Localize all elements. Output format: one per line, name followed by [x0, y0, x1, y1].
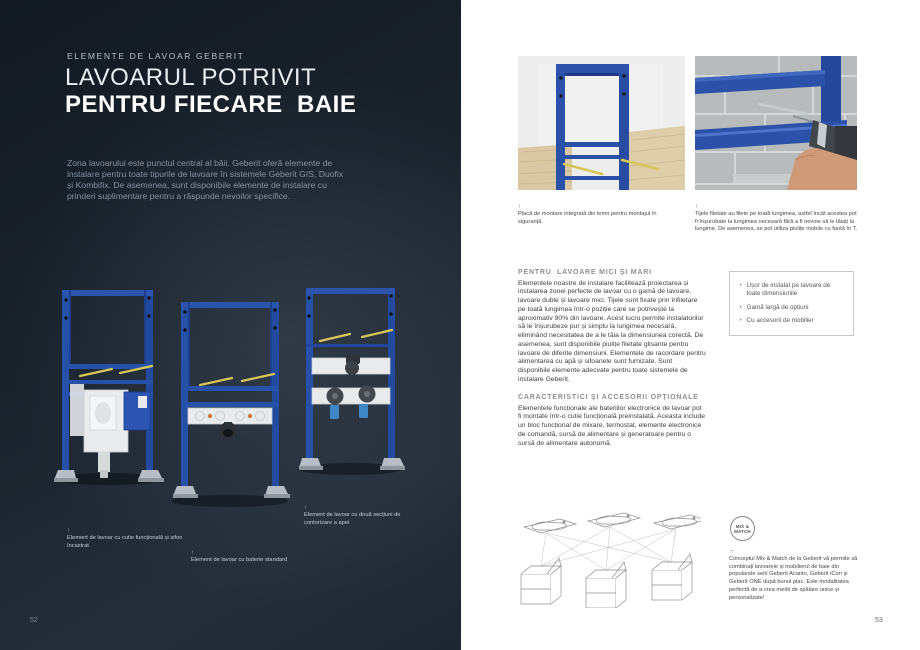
section-heading: CARACTERISTICI ȘI ACCESORII OPȚIONALE: [518, 394, 699, 401]
caption-frame-functional-box: ↑ Element de lavoar cu cutie funcțională…: [67, 527, 187, 550]
left-arrow-icon: ←: [729, 547, 736, 554]
mix-match-badge: MIX & MATCH: [730, 516, 755, 541]
page-title: LAVOARUL POTRIVIT PENTRU FIECARE BAIE: [65, 64, 356, 118]
eyebrow-label: ELEMENTE DE LAVOAR GEBERIT: [67, 51, 245, 61]
benefit-item: ‣ Cu accesorii de mobilier: [739, 317, 814, 325]
intro-paragraph: Zona lavoarului este punctul central al …: [67, 158, 344, 201]
up-arrow-icon: ↑: [304, 504, 308, 511]
section-lavoare-mici-mari: PENTRU LAVOARE MICI ȘI MARI Elementele n…: [518, 269, 706, 385]
section-heading: PENTRU LAVOARE MICI ȘI MARI: [518, 269, 652, 276]
page-title-line1: LAVOARUL POTRIVIT: [65, 64, 317, 91]
section-body: Elementele noastre de instalare facilite…: [518, 279, 706, 383]
photo-wood-mounting-plate: [518, 56, 685, 190]
mix-match-diagram: [520, 512, 701, 608]
up-arrow-icon: ↑: [695, 203, 699, 210]
caption-frame-standard-tap: ↑ Element de lavoar cu baterie standard: [191, 549, 331, 565]
section-caracteristici: CARACTERISTICI ȘI ACCESORII OPȚIONALE El…: [518, 394, 706, 448]
bullet-icon: ‣: [739, 304, 743, 311]
left-page: ELEMENTE DE LAVOAR GEBERIT LAVOARUL POTR…: [0, 0, 461, 650]
installation-frames-image: [53, 288, 405, 507]
page-number-right: 53: [875, 617, 883, 624]
frame-functional-box: [54, 290, 164, 482]
section-body: Elementele funcționale ale bateriilor el…: [518, 404, 706, 447]
up-arrow-icon: ↑: [518, 203, 522, 210]
benefits-box: ‣ Ușor de instalat pe lavoare de toate d…: [729, 271, 854, 336]
mix-match-caption: ← Conceptul Mix & Match de la Geberit vă…: [729, 547, 858, 601]
caption-photo-threaded-rods: ↑ Tijele filetate au filete pe toată lun…: [695, 203, 858, 233]
bullet-icon: ‣: [739, 318, 743, 325]
caption-photo-wood-plate: ↑ Placă de montare integrată din lemn pe…: [518, 203, 668, 226]
benefit-item: ‣ Ușor de instalat pe lavoare de toate d…: [739, 282, 831, 298]
benefit-item: ‣ Gamă largă de opțiuni: [739, 303, 809, 311]
up-arrow-icon: ↑: [67, 527, 71, 534]
right-page: ↑ Placă de montare integrată din lemn pe…: [461, 0, 920, 650]
photo-threaded-rods-drill: [695, 56, 857, 190]
caption-frame-water-metering: ↑ Element de lavoar cu două secțiuni de …: [304, 504, 422, 527]
up-arrow-icon: ↑: [191, 549, 195, 556]
bullet-icon: ‣: [739, 283, 743, 289]
page-number-left: 52: [30, 617, 38, 624]
frame-standard-tap: [173, 302, 290, 498]
frame-water-metering: [299, 288, 405, 470]
page-title-line2: PENTRU FIECARE BAIE: [65, 91, 357, 118]
